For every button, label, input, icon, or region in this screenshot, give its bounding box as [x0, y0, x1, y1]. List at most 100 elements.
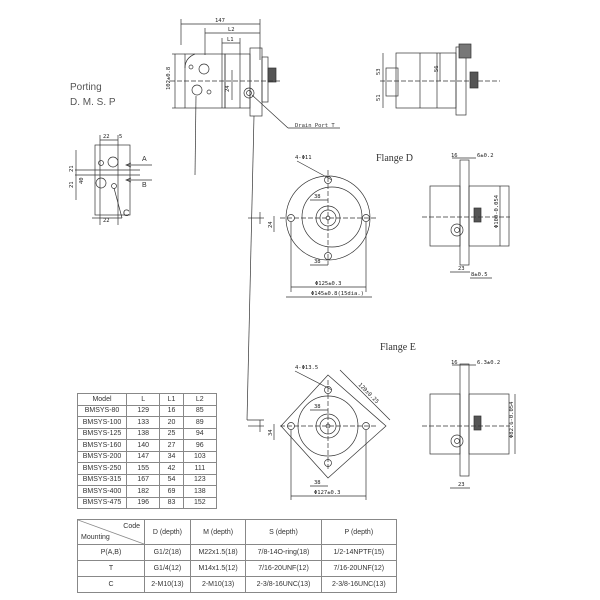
- svg-text:23: 23: [458, 266, 465, 272]
- cell: 2-M10(13): [144, 576, 191, 593]
- svg-text:24: 24: [225, 85, 231, 92]
- svg-text:38: 38: [314, 259, 321, 265]
- cell: 27: [159, 439, 184, 452]
- cell: M22x1.5(18): [189, 544, 247, 561]
- svg-text:56: 56: [434, 65, 440, 72]
- corner-mounting-label: Mounting: [81, 534, 110, 541]
- svg-text:22: 22: [103, 218, 110, 224]
- cell: 182: [125, 485, 161, 498]
- cell: 1/2-14NPTF(15): [320, 544, 398, 561]
- svg-text:Φ82.6-0.054: Φ82.6-0.054: [509, 401, 515, 438]
- header-s: S (depth): [245, 519, 322, 545]
- svg-text:38: 38: [314, 194, 321, 200]
- porting-codes: D. M. S. P: [70, 97, 116, 108]
- svg-text:4-Φ13.5: 4-Φ13.5: [295, 365, 318, 371]
- corner-code-label: Code: [123, 523, 140, 530]
- port-a-label: A: [142, 156, 147, 163]
- flange-e-front-view: 4-Φ13.5 120±0.25 38 38 34 Φ127±0.3: [248, 365, 391, 500]
- svg-text:Φ127±0.3: Φ127±0.3: [314, 490, 341, 496]
- svg-text:Φ145±0.8(15dia.): Φ145±0.8(15dia.): [311, 291, 364, 297]
- header-model: Model: [77, 393, 127, 406]
- svg-text:40: 40: [79, 177, 85, 184]
- cell: BMSYS-160: [77, 439, 127, 452]
- svg-text:16: 16: [451, 153, 458, 159]
- svg-text:38: 38: [314, 480, 321, 486]
- svg-text:21: 21: [69, 165, 75, 172]
- drain-port-label: Drain Port T: [295, 123, 335, 129]
- cell: T: [77, 560, 145, 577]
- corner-header: Code Mounting: [77, 519, 145, 545]
- cell: 140: [125, 439, 161, 452]
- cell: 83: [159, 496, 184, 509]
- cell: 152: [182, 496, 218, 509]
- table-header-row: Code Mounting D (depth) M (depth) S (dep…: [77, 519, 398, 545]
- cell: 2-3/8-16UNC(13): [245, 576, 322, 593]
- port-code-table: Code Mounting D (depth) M (depth) S (dep…: [77, 519, 398, 593]
- cell: 111: [182, 462, 218, 475]
- flange-e-title: Flange E: [380, 342, 416, 353]
- cell: BMSYS-100: [77, 416, 127, 429]
- svg-text:38: 38: [314, 404, 321, 410]
- cell: BMSYS-400: [77, 485, 127, 498]
- svg-text:24: 24: [268, 221, 274, 228]
- cell: 155: [125, 462, 161, 475]
- main-front-view: 147 L2 L1 102±0.8 24: [166, 18, 340, 421]
- cell: 138: [125, 427, 161, 440]
- cell: BMSYS-200: [77, 450, 127, 463]
- svg-text:L2: L2: [228, 27, 235, 33]
- flange-d-front-view: 4-Φ11 38 38 24 Φ125±0.3 Φ145±0.8(15dia.): [248, 155, 376, 298]
- svg-text:Φ125±0.3: Φ125±0.3: [315, 281, 342, 287]
- cell: 167: [125, 473, 161, 486]
- cell: 54: [159, 473, 184, 486]
- cell: BMSYS-315: [77, 473, 127, 486]
- svg-text:4-Φ11: 4-Φ11: [295, 155, 312, 161]
- cell: G1/4(12): [144, 560, 191, 577]
- header-l1: L1: [159, 393, 184, 406]
- side-view-top: 53 51 56: [376, 43, 500, 116]
- svg-text:120±0.25: 120±0.25: [357, 382, 380, 405]
- header-l: L: [125, 393, 161, 406]
- cell: 34: [159, 450, 184, 463]
- header-p: P (depth): [320, 519, 398, 545]
- cell: P(A,B): [77, 544, 145, 561]
- svg-text:102±0.8: 102±0.8: [166, 67, 172, 90]
- port-b-label: B: [142, 182, 147, 189]
- cell: 138: [182, 485, 218, 498]
- port-c-label: C: [123, 208, 130, 218]
- cell: 94: [182, 427, 218, 440]
- svg-text:147: 147: [215, 18, 225, 24]
- cell: G1/2(18): [144, 544, 191, 561]
- svg-text:34: 34: [268, 429, 274, 436]
- cell: C: [77, 576, 145, 593]
- cell: BMSYS-80: [77, 404, 127, 417]
- header-d: D (depth): [144, 519, 191, 545]
- cell: 25: [159, 427, 184, 440]
- porting-title: Porting: [70, 82, 102, 93]
- cell: 196: [125, 496, 161, 509]
- cell: 7/8-14O-ring(18): [245, 544, 322, 561]
- cell: 2-M10(13): [189, 576, 247, 593]
- cell: 123: [182, 473, 218, 486]
- diagonal-divider: [78, 520, 144, 544]
- porting-detail: 22 5 22 21 21 40: [69, 134, 152, 225]
- flange-d-title: Flange D: [376, 153, 413, 164]
- cell: 16: [159, 404, 184, 417]
- cell: 20: [159, 416, 184, 429]
- svg-text:L1: L1: [227, 37, 234, 43]
- header-m: M (depth): [189, 519, 247, 545]
- svg-text:51: 51: [376, 94, 382, 101]
- svg-text:16: 16: [451, 360, 458, 366]
- cell: 69: [159, 485, 184, 498]
- flange-d-side-view: 16 6±0.2 Φ100-0.054 23 8±0.5: [422, 153, 510, 279]
- porting-label: Porting D. M. S. P: [70, 80, 116, 110]
- cell: BMSYS-475: [77, 496, 127, 509]
